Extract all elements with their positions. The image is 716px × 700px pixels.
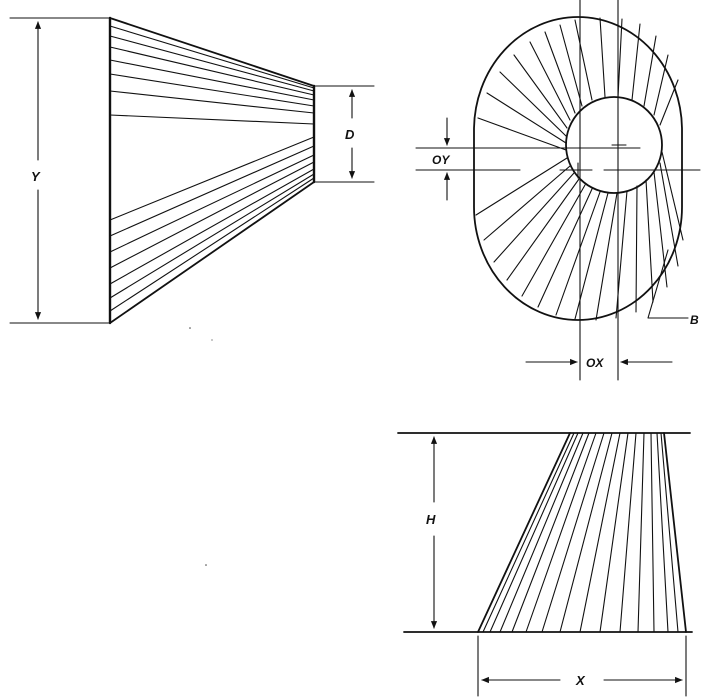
scan-speck <box>189 327 191 329</box>
bottom-outline <box>109 181 315 324</box>
d-label: D <box>345 127 355 142</box>
scan-speck <box>205 564 207 566</box>
b-leader <box>647 249 689 319</box>
front-view: H X <box>397 432 693 697</box>
right-slope <box>663 432 687 633</box>
x-label: X <box>575 673 586 688</box>
b-label: B <box>690 313 699 327</box>
radial-lines-lower <box>475 151 684 321</box>
top-outline <box>109 17 315 87</box>
lower-element-lines <box>109 136 315 312</box>
y-label: Y <box>31 169 41 184</box>
h-label: H <box>426 512 436 527</box>
small-end-circle <box>565 96 663 194</box>
front-element-lines <box>482 432 679 633</box>
upper-element-lines <box>109 25 315 125</box>
radial-lines-upper <box>477 17 679 151</box>
top-view: OY B OX <box>415 0 701 381</box>
oy-label: OY <box>432 153 450 167</box>
large-end-outline <box>473 16 683 321</box>
side-view: Y D <box>9 16 375 325</box>
ox-label: OX <box>586 356 604 370</box>
left-slope <box>477 432 571 633</box>
scan-speck <box>211 339 213 341</box>
